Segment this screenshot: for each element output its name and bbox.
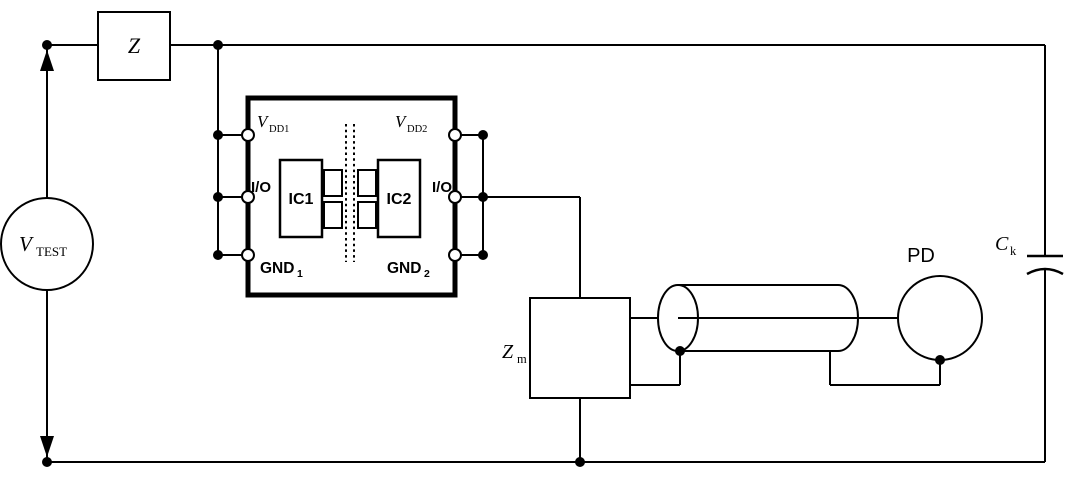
junction-dot	[675, 346, 685, 356]
pd-detector-circle	[897, 275, 983, 361]
pin-io-right	[448, 190, 462, 204]
test-source-label-main: V	[19, 232, 34, 256]
junction-dots	[42, 40, 945, 467]
ic2-box	[376, 158, 422, 239]
pin-vdd2	[448, 128, 462, 142]
coupling-capacitor	[1026, 254, 1064, 276]
pd-detector-label: PD	[907, 245, 935, 267]
die-separation-dotted-line	[345, 124, 355, 262]
coupler-block	[323, 169, 343, 197]
vdd1-label-sub: DD1	[269, 124, 289, 135]
junction-dot	[935, 355, 945, 365]
pin-io-left	[241, 190, 255, 204]
junction-dot	[213, 40, 223, 50]
interface-coupler-blocks	[323, 169, 377, 229]
junction-dot	[478, 192, 488, 202]
series-impedance-box	[97, 11, 171, 81]
junction-dot	[478, 250, 488, 260]
junction-dot	[213, 250, 223, 260]
coupling-capacitor-label-main: C	[995, 233, 1009, 255]
coupler-block	[323, 201, 343, 229]
io-left-label: I/O	[251, 179, 271, 196]
ic2-label: IC2	[387, 191, 412, 208]
vdd2-label-sub: DD2	[407, 124, 427, 135]
coupler-block	[357, 201, 377, 229]
coupler-block	[357, 169, 377, 197]
series-impedance-label: Z	[128, 33, 141, 58]
pin-gnd2	[448, 248, 462, 262]
measuring-impedance-label-sub: m	[517, 352, 527, 366]
io-right-label: I/O	[432, 179, 452, 196]
gnd1-label-sub: 1	[297, 268, 303, 280]
ic1-box	[278, 158, 324, 239]
vdd2-label-main: V	[395, 112, 408, 131]
gnd2-label-sub: 2	[424, 268, 430, 280]
pin-vdd1	[241, 128, 255, 142]
test-voltage-source	[0, 197, 94, 291]
measuring-impedance-box	[529, 297, 631, 399]
gnd1-label-main: GND	[260, 260, 294, 277]
coax-cable	[657, 284, 898, 352]
arrow-up-icon	[40, 50, 54, 71]
junction-dot	[42, 40, 52, 50]
junction-dot	[42, 457, 52, 467]
junction-dot	[213, 192, 223, 202]
capacitor-bottom-plate	[1026, 267, 1064, 276]
ic1-label: IC1	[289, 191, 314, 208]
coupling-capacitor-label-sub: k	[1010, 244, 1017, 258]
junction-dot	[213, 130, 223, 140]
arrow-down-icon	[40, 436, 54, 457]
package-pins	[241, 128, 462, 262]
vdd1-label-main: V	[257, 112, 270, 131]
measuring-impedance-label-main: Z	[502, 341, 514, 363]
test-source-label-sub: TEST	[36, 244, 67, 259]
junction-dot	[478, 130, 488, 140]
gnd2-label-main: GND	[387, 260, 421, 277]
junction-dot	[575, 457, 585, 467]
pin-gnd1	[241, 248, 255, 262]
